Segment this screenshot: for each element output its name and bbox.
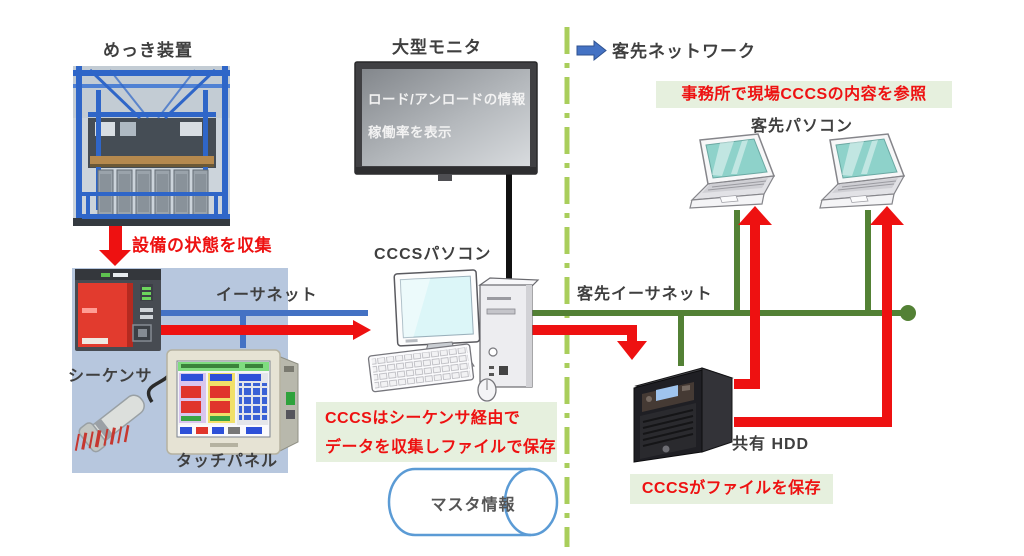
red-flow-to-hdd xyxy=(524,325,647,360)
cccs-pc-label: CCCSパソコン xyxy=(374,246,492,263)
master-info-label: マスタ情報 xyxy=(430,497,516,514)
ethernet-label: イーサネット xyxy=(216,287,318,304)
touch-panel-icon xyxy=(166,349,299,455)
cccs-note-line-1: CCCSはシーケンサ経由で xyxy=(325,410,521,427)
touch-panel-label: タッチパネル xyxy=(176,453,279,470)
barcode-icon xyxy=(74,425,130,451)
collect-status-note: 設備の状態を収集 xyxy=(132,236,272,255)
customer-ethernet-label: 客先イーサネット xyxy=(577,286,713,303)
nas-icon xyxy=(633,367,734,463)
cccs-note-line-2: データを収集しファイルで保存 xyxy=(325,439,557,456)
cccs-note-box: CCCSはシーケンサ経由で データを収集しファイルで保存 xyxy=(316,402,557,462)
large-monitor-icon xyxy=(354,61,538,292)
shared-hdd-label: 共有 HDD xyxy=(732,436,810,453)
blue-arrow-icon xyxy=(576,39,607,62)
master-info-cylinder xyxy=(387,467,559,537)
hdd-note-box: CCCSがファイルを保存 xyxy=(630,474,833,504)
barcode-scanner-icon xyxy=(74,370,174,453)
customer-pc-label: 客先パソコン xyxy=(751,118,854,135)
laptop-icon-2 xyxy=(819,133,905,209)
down-arrow-icon xyxy=(99,226,131,266)
large-monitor-title: 大型モニタ xyxy=(392,38,482,57)
monitor-screen-line-1: ロード/アンロードの情報 xyxy=(368,92,526,107)
network-terminator-dot xyxy=(900,305,916,321)
monitor-screen-line-2: 稼働率を表示 xyxy=(368,125,452,140)
office-note-box: 事務所で現場CCCSの内容を参照 xyxy=(656,81,952,108)
plating-equipment-title: めっき装置 xyxy=(103,41,193,60)
desktop-pc-icon xyxy=(367,269,540,402)
red-flow-to-laptop-2 xyxy=(734,206,904,427)
sequencer-label: シーケンサ xyxy=(68,368,153,385)
plc-icon xyxy=(75,269,161,351)
plating-machine-photo xyxy=(73,66,230,226)
customer-ethernet-line xyxy=(524,210,916,366)
data-flow-arrow-red xyxy=(157,320,371,340)
monitor-cable xyxy=(506,174,512,292)
red-flow-to-laptop-1 xyxy=(734,206,772,389)
customer-network-title: 客先ネットワーク xyxy=(612,42,756,61)
laptop-icon-1 xyxy=(689,133,775,209)
